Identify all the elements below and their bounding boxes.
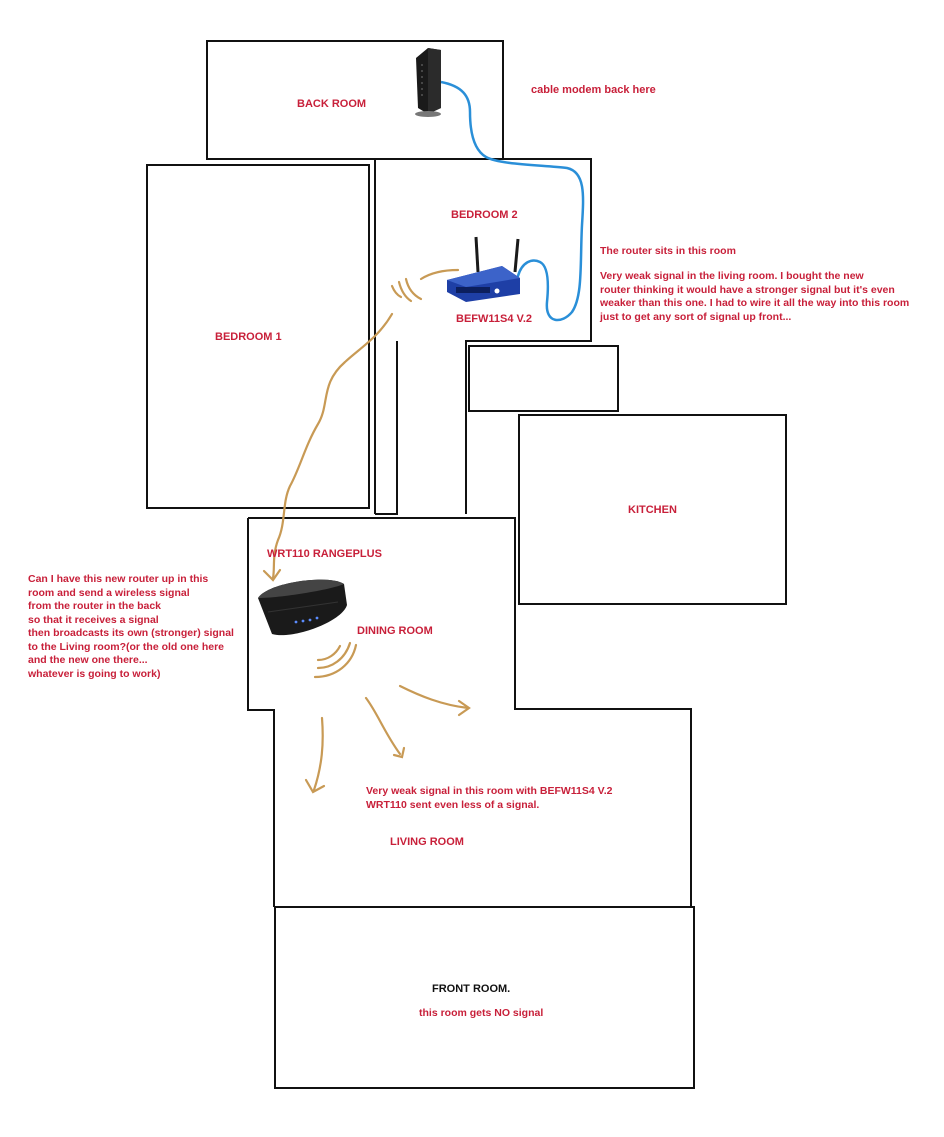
bedroom-1-outline [146,164,370,509]
bedroom-2-label: BEDROOM 2 [451,209,518,221]
cable-modem-label: cable modem back here [531,84,656,96]
front-room-outline [274,906,695,1089]
living-weak-note: Very weak signal in this room with BEFW1… [366,785,613,811]
living-arrow-3 [398,684,470,710]
question-note: Can I have this new router up in this ro… [28,573,234,680]
signal-wave-3 [404,277,423,301]
router-room-note: The router sits in this room [600,245,736,257]
dining-wave-1 [316,644,342,662]
living-arrow-2-head [392,746,406,759]
living-arrow-1-head [304,778,326,794]
router-new-label: WRT110 RANGEPLUS [267,548,382,560]
back-room-outline [206,40,504,160]
signal-wave-1 [390,284,403,299]
dining-room-label: DINING ROOM [357,625,433,637]
bedroom-1-label: BEDROOM 1 [215,331,282,343]
ethernet-cable [440,80,585,322]
living-room-label: LIVING ROOM [390,836,464,848]
weak-signal-note: Very weak signal in the living room. I b… [600,270,910,323]
cable-modem-icon [415,48,441,117]
signal-path-arrow [271,312,394,580]
back-room-label: BACK ROOM [297,98,367,110]
router-befw11s4-icon [447,236,520,302]
signal-arrowhead [262,568,282,582]
living-arrow-2 [364,696,402,756]
signal-wave-4 [419,268,460,281]
dining-living-outline [247,517,692,907]
dining-wave-2 [316,641,352,670]
closet-outline [468,345,619,412]
living-arrow-1 [312,716,324,792]
living-arrow-3-head [457,699,471,717]
kitchen-label: KITCHEN [628,504,677,516]
router-old-label: BEFW11S4 V.2 [456,313,533,325]
signal-wave-2 [397,280,413,303]
dining-wave-3 [313,643,358,679]
router-wrt110-icon [258,579,347,636]
front-no-signal-note: this room gets NO signal [419,1007,544,1019]
kitchen-outline [518,414,787,605]
front-room-label: FRONT ROOM. [432,983,511,995]
